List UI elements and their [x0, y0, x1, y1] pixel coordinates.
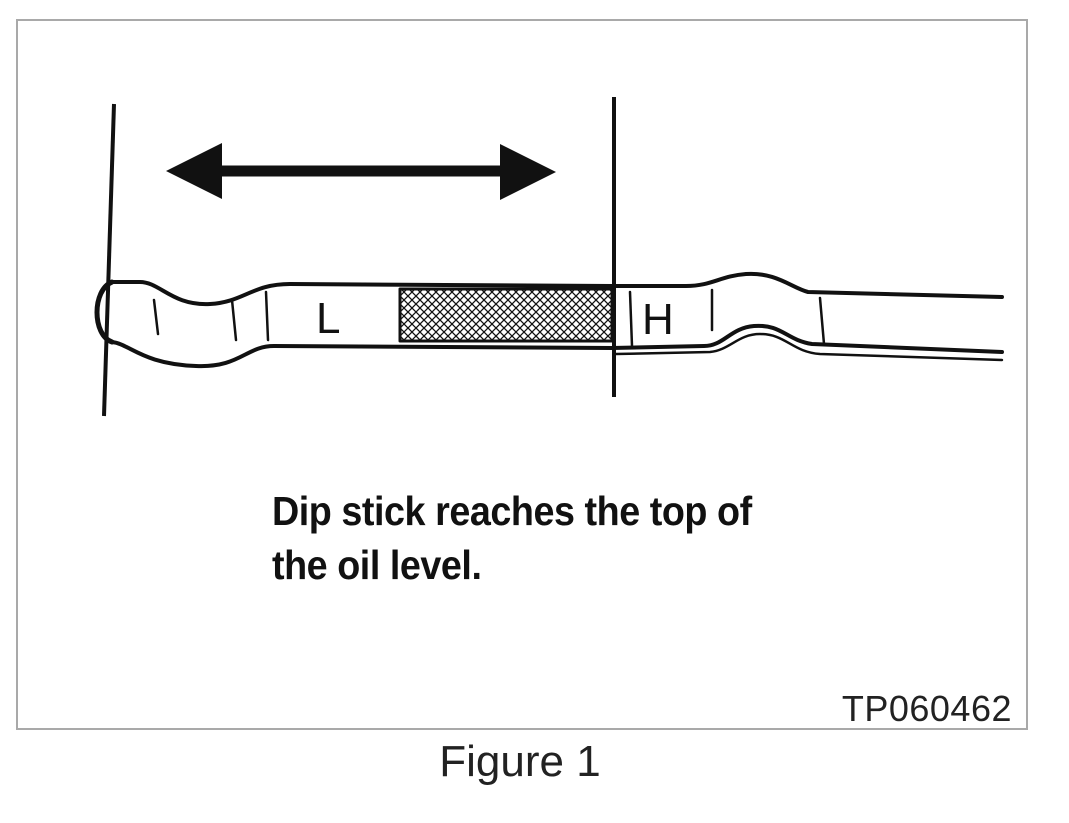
left-boundary-line — [102, 103, 116, 417]
double-headed-arrow-icon — [166, 143, 556, 200]
figure-code: TP060462 — [841, 688, 1012, 729]
dipstick-drawing — [94, 271, 1004, 369]
low-mark-label: L — [316, 294, 340, 343]
caption-box — [245, 467, 842, 617]
figure-label: Figure 1 — [439, 737, 601, 786]
diagram-caption: Dip stick reaches the top of the oil lev… — [272, 488, 752, 588]
high-mark-label: H — [642, 295, 674, 344]
